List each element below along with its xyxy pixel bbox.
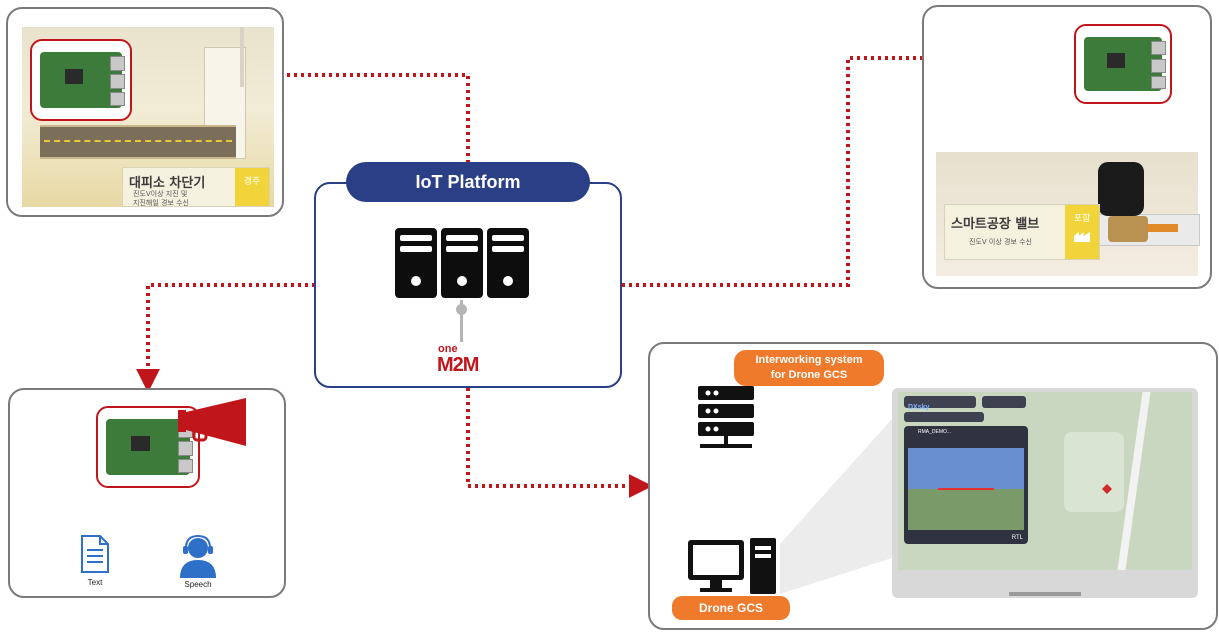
- desktop-computer-icon: [688, 538, 776, 594]
- barrier-sign-title: 대피소 차단기: [129, 176, 206, 191]
- gate-arm: [240, 27, 244, 87]
- onem2m-logo-bottom: M2M: [437, 354, 479, 376]
- gcs-status-text: RTL: [1011, 535, 1023, 541]
- gcs-dashboard: RMA_DEMO... RTL: [904, 426, 1028, 544]
- valve-fitting: [1108, 216, 1148, 242]
- iot-platform-title-text: IoT Platform: [415, 172, 521, 192]
- barrier-sign-sub2: 지진해일 경보 수신: [133, 199, 189, 207]
- barrier-sign-tag-text: 경주: [243, 177, 261, 187]
- valve-sign-title: 스마트공장 밸브: [951, 217, 1040, 232]
- barrier-sign: 대피소 차단기 진도V이상 지진 및 지진해일 경보 수신 경주: [122, 167, 270, 207]
- connector-to-drone: [466, 388, 653, 498]
- interworking-label: Interworking system for Drone GCS: [734, 350, 884, 386]
- server-icon-2: [441, 228, 483, 298]
- road: [40, 125, 236, 159]
- valve-sign-tag-text: 포항: [1073, 214, 1091, 224]
- barrier-sign-sub1: 진도V이상 지진 및: [133, 190, 188, 198]
- gcs-screen: DXsky RMA_DEMO... RTL: [898, 392, 1192, 570]
- gcs-monitor-stand: [1009, 592, 1081, 596]
- connector-to-valve: [622, 46, 1075, 287]
- iot-platform-title: IoT Platform: [346, 162, 590, 202]
- zoom-cone: [780, 412, 898, 594]
- barrier-panel: 대피소 차단기 진도V이상 지진 및 지진해일 경보 수신 경주: [6, 7, 284, 217]
- gcs-horizon: [908, 448, 1024, 530]
- server-link-line: [460, 300, 463, 342]
- gcs-screen-topbar: DXsky: [904, 396, 976, 411]
- speaker-panel: Text Speech: [8, 388, 286, 598]
- valve-body: [1098, 162, 1144, 216]
- valve-panel: 스마트공장 밸브 진도V 이상 경보 수신 포항: [922, 5, 1212, 289]
- valve-sign: 스마트공장 밸브 진도V 이상 경보 수신 포항: [944, 204, 1100, 260]
- factory-icon: [1074, 232, 1090, 242]
- pi-board-icon: [39, 51, 126, 109]
- gcs-screen-modebar: [904, 412, 984, 422]
- valve-handle: [1148, 224, 1178, 232]
- interworking-label-line1: Interworking system: [755, 354, 863, 366]
- speech-person-icon: [180, 534, 216, 578]
- valve-sign-sub: 진도V 이상 경보 수신: [969, 238, 1032, 246]
- pi-board-icon: [1083, 36, 1166, 92]
- server-icon-3: [487, 228, 529, 298]
- map-area: [1064, 432, 1124, 512]
- valve-sign-tag: 포항: [1065, 205, 1099, 259]
- interworking-server-icon: [698, 386, 754, 448]
- gcs-monitor: DXsky RMA_DEMO... RTL: [892, 388, 1198, 598]
- drone-gcs-label: Drone GCS: [672, 596, 790, 620]
- barrier-raspberry-pi: [30, 39, 132, 121]
- drone-panel: Interworking system for Drone GCS Drone …: [648, 342, 1218, 630]
- gcs-screen-logo: DXsky: [908, 404, 930, 411]
- connector-to-speaker: [136, 283, 315, 393]
- drone-gcs-label-text: Drone GCS: [698, 601, 763, 615]
- server-link-node: [456, 304, 467, 315]
- barrier-sign-tag: 경주: [235, 168, 269, 206]
- text-document-icon: [81, 535, 109, 573]
- valve-raspberry-pi: [1074, 24, 1172, 104]
- megaphone-icon: [178, 398, 246, 446]
- gcs-screen-toolbar: [982, 396, 1026, 408]
- onem2m-logo: one M2M: [437, 343, 491, 379]
- valve-photo: 스마트공장 밸브 진도V 이상 경보 수신 포항: [936, 152, 1200, 276]
- interworking-label-line2: for Drone GCS: [770, 369, 848, 381]
- server-icon-1: [395, 228, 437, 298]
- text-label: Text: [87, 578, 103, 587]
- gcs-vehicle-name: RMA_DEMO...: [918, 429, 952, 435]
- drone-marker-icon: [1102, 484, 1112, 494]
- speech-label: Speech: [184, 580, 212, 589]
- onem2m-logo-top: one: [438, 343, 458, 355]
